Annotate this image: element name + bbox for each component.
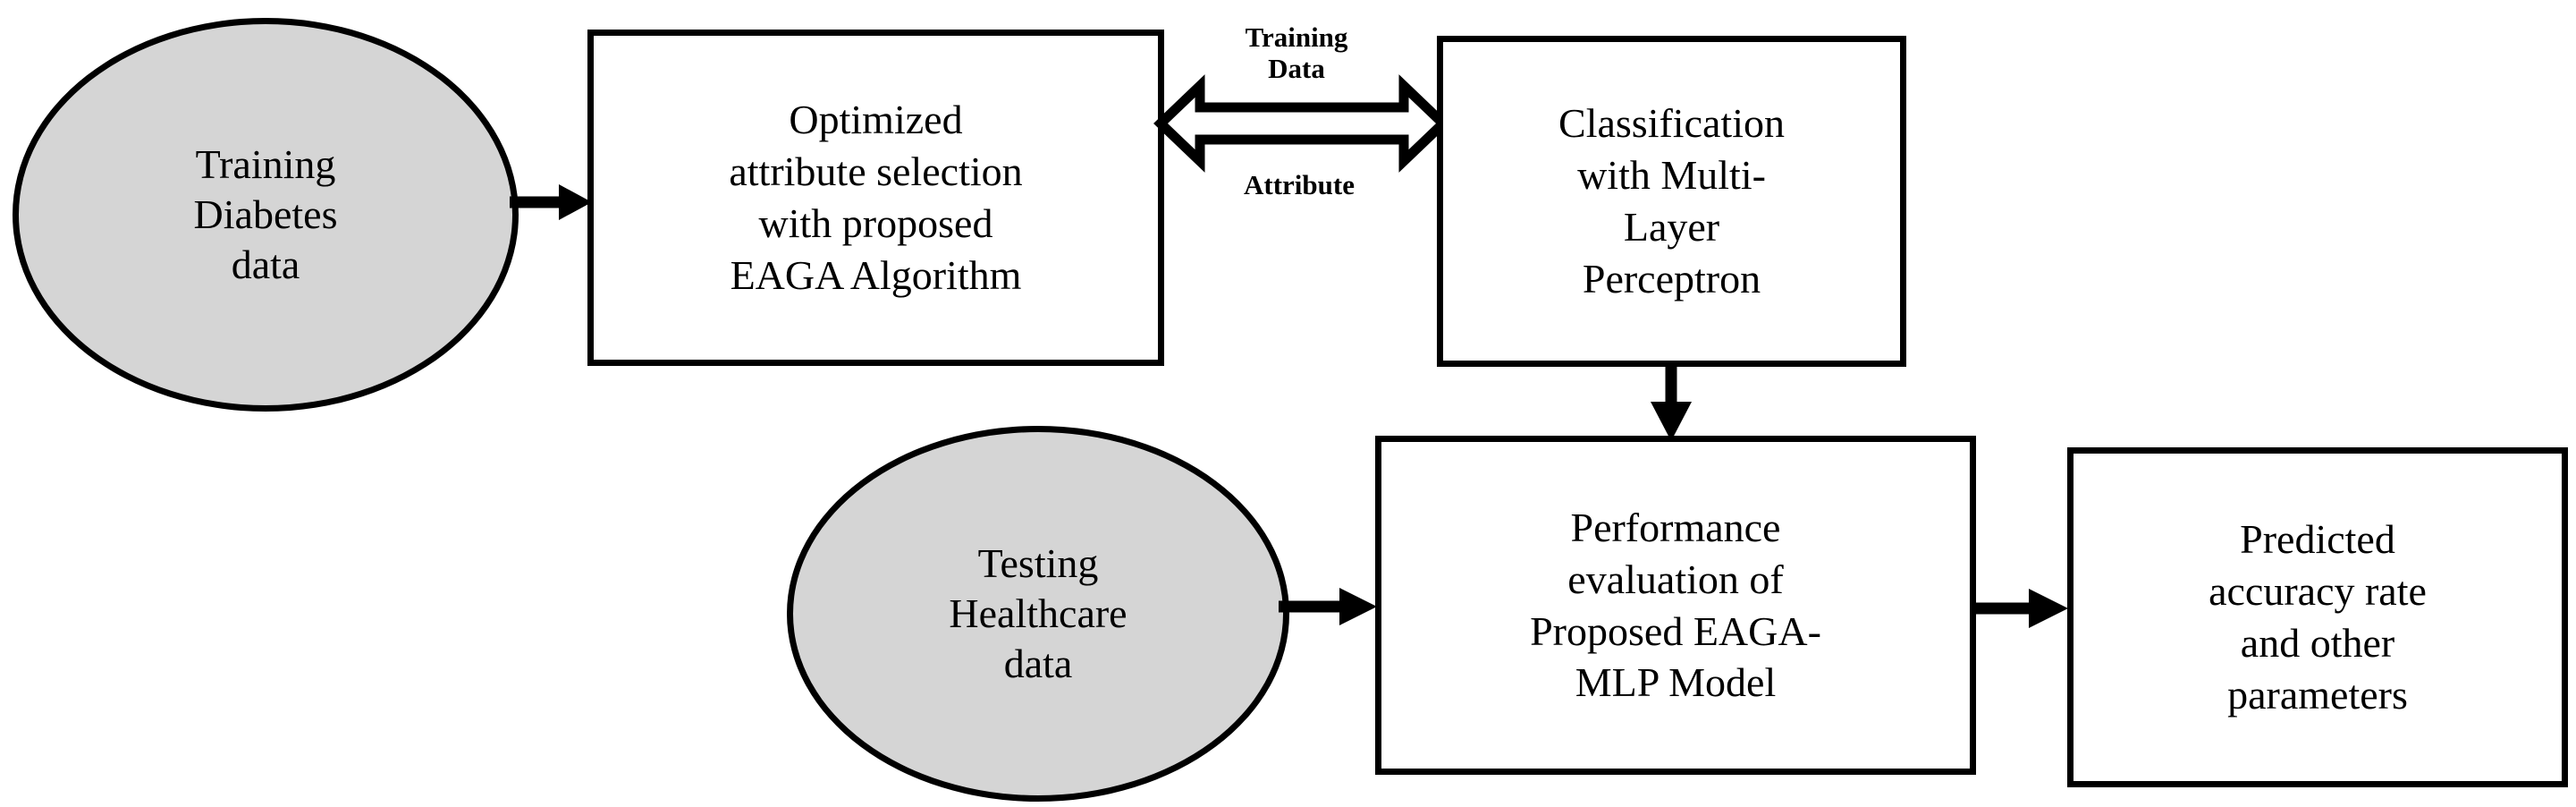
- node-optimized-attribute-selection-label: Optimized attribute selection with propo…: [729, 97, 1023, 298]
- node-classification-mlp[interactable]: Classification with Multi- Layer Percept…: [1437, 36, 1906, 367]
- arrow-testing-data-to-performance: [1279, 588, 1377, 625]
- node-predicted-accuracy-label: Predicted accuracy rate and other parame…: [2209, 516, 2427, 718]
- arrow-training-data-to-optimized: [510, 184, 592, 220]
- edge-label-attribute: Attribute: [1244, 169, 1355, 200]
- arrow-classification-to-performance: [1651, 362, 1692, 441]
- arrow-performance-to-predicted: [1972, 589, 2068, 628]
- node-classification-mlp-label: Classification with Multi- Layer Percept…: [1558, 100, 1785, 302]
- node-optimized-attribute-selection[interactable]: Optimized attribute selection with propo…: [587, 30, 1164, 366]
- node-training-diabetes-data-label: Training Diabetes data: [193, 140, 338, 288]
- node-testing-healthcare-data[interactable]: Testing Healthcare data: [787, 426, 1289, 802]
- edge-label-training-data: Training Data: [1245, 21, 1348, 84]
- node-predicted-accuracy[interactable]: Predicted accuracy rate and other parame…: [2067, 447, 2568, 787]
- node-training-diabetes-data[interactable]: Training Diabetes data: [13, 18, 519, 412]
- node-testing-healthcare-data-label: Testing Healthcare data: [949, 539, 1128, 687]
- node-performance-evaluation[interactable]: Performance evaluation of Proposed EAGA-…: [1375, 436, 1976, 775]
- node-performance-evaluation-label: Performance evaluation of Proposed EAGA-…: [1530, 504, 1821, 706]
- arrow-optimized-to-classification-bidirectional: [1153, 74, 1450, 173]
